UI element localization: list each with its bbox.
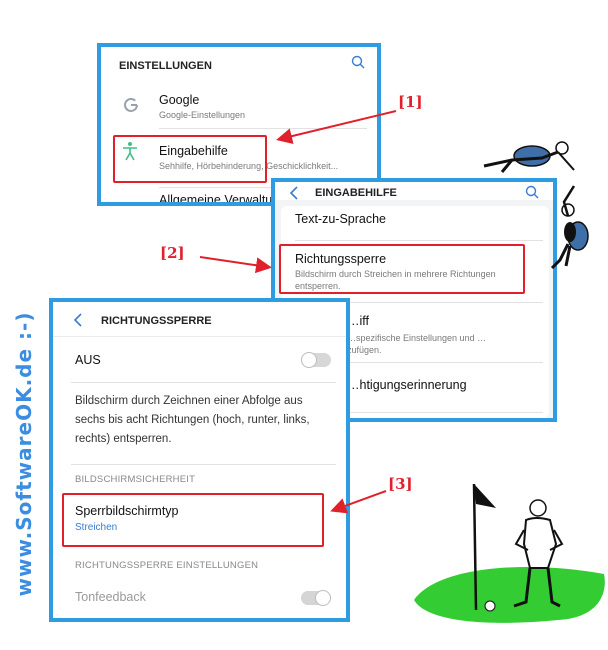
google-icon — [124, 98, 138, 112]
divider — [295, 240, 543, 241]
lock-type-value: Streichen — [75, 522, 118, 533]
divider — [71, 464, 336, 465]
item-title: Eingabehilfe — [159, 144, 228, 158]
item-title: Richtungssperre — [295, 252, 387, 266]
list-item-direction-lock[interactable]: Richtungssperre Bildschirm durch Streich… — [281, 246, 549, 292]
divider — [295, 302, 543, 303]
item-subtitle: …spezifische Einstellungen und …zufügen. — [347, 333, 487, 355]
toggle-knob — [301, 352, 317, 368]
arrow-2 — [199, 256, 272, 274]
highlight-box-2 — [279, 244, 525, 294]
screen-header: RICHTUNGSSPERRE — [101, 315, 212, 327]
screen-header: EINSTELLUNGEN — [119, 60, 212, 72]
toggle-label: AUS — [75, 353, 101, 367]
divider — [71, 382, 336, 383]
item-subtitle: Google-Einstellungen — [159, 110, 246, 120]
accessibility-icon — [123, 142, 137, 161]
search-icon[interactable] — [525, 185, 539, 199]
screen-header: EINGABEHILFE — [315, 187, 397, 199]
marker-1: [1] — [398, 93, 423, 111]
sound-feedback-toggle[interactable] — [301, 590, 331, 606]
item-title: Tonfeedback — [75, 590, 146, 604]
settings-item-google[interactable]: Google Google-Einstellungen — [101, 85, 377, 123]
direction-lock-toggle[interactable] — [301, 352, 331, 368]
item-subtitle: Bildschirm durch Streichen in mehrere Ri… — [295, 269, 496, 291]
description-text: Bildschirm durch Zeichnen einer Abfolge … — [75, 395, 310, 445]
divider — [295, 362, 543, 363]
back-icon[interactable] — [289, 186, 299, 200]
list-item-tts[interactable]: Text-zu-Sprache — [295, 212, 387, 226]
section-header-settings: RICHTUNGSSPERRE EINSTELLUNGEN — [75, 560, 259, 571]
divider — [53, 336, 346, 337]
section-header-security: BILDSCHIRMSICHERHEIT — [75, 474, 196, 485]
marker-2: [2] — [160, 244, 185, 262]
item-title: …iff — [347, 314, 369, 328]
settings-item-accessibility[interactable]: Eingabehilfe Sehhilfe, Hörbehinderung, G… — [101, 133, 377, 173]
list-item-notification-reminder[interactable]: …htigungserinnerung — [347, 378, 467, 392]
search-icon[interactable] — [351, 55, 365, 69]
lock-type-item[interactable]: Sperrbildschirmtyp Streichen — [63, 494, 321, 546]
golfer-illustration — [414, 483, 605, 623]
item-title: Sperrbildschirmtyp — [75, 504, 179, 518]
direction-lock-toggle-row[interactable]: AUS — [53, 342, 346, 378]
sound-feedback-row[interactable]: Tonfeedback — [53, 580, 346, 614]
divider — [295, 412, 543, 413]
item-title: Google — [159, 93, 200, 107]
highlight-box-3 — [62, 493, 324, 547]
item-subtitle: Sehhilfe, Hörbehinderung, Geschicklichke… — [159, 161, 339, 171]
highlight-box-1 — [113, 135, 267, 183]
divider — [159, 128, 367, 129]
item-title[interactable]: Allgemeine Verwaltung — [159, 193, 287, 206]
list-item-partial[interactable]: …iff …spezifische Einstellungen und …zuf… — [281, 306, 549, 358]
marker-3: [3] — [388, 475, 413, 493]
direction-lock-screen: RICHTUNGSSPERRE AUS Bildschirm durch Zei… — [49, 298, 350, 622]
toggle-knob — [315, 590, 331, 606]
watermark: www.SoftwareOK.de :-) — [2, 296, 46, 616]
watermark-text: www.SoftwareOK.de :-) — [12, 311, 36, 597]
back-icon[interactable] — [73, 313, 83, 327]
climbers-illustration — [483, 141, 589, 270]
divider — [159, 187, 367, 188]
